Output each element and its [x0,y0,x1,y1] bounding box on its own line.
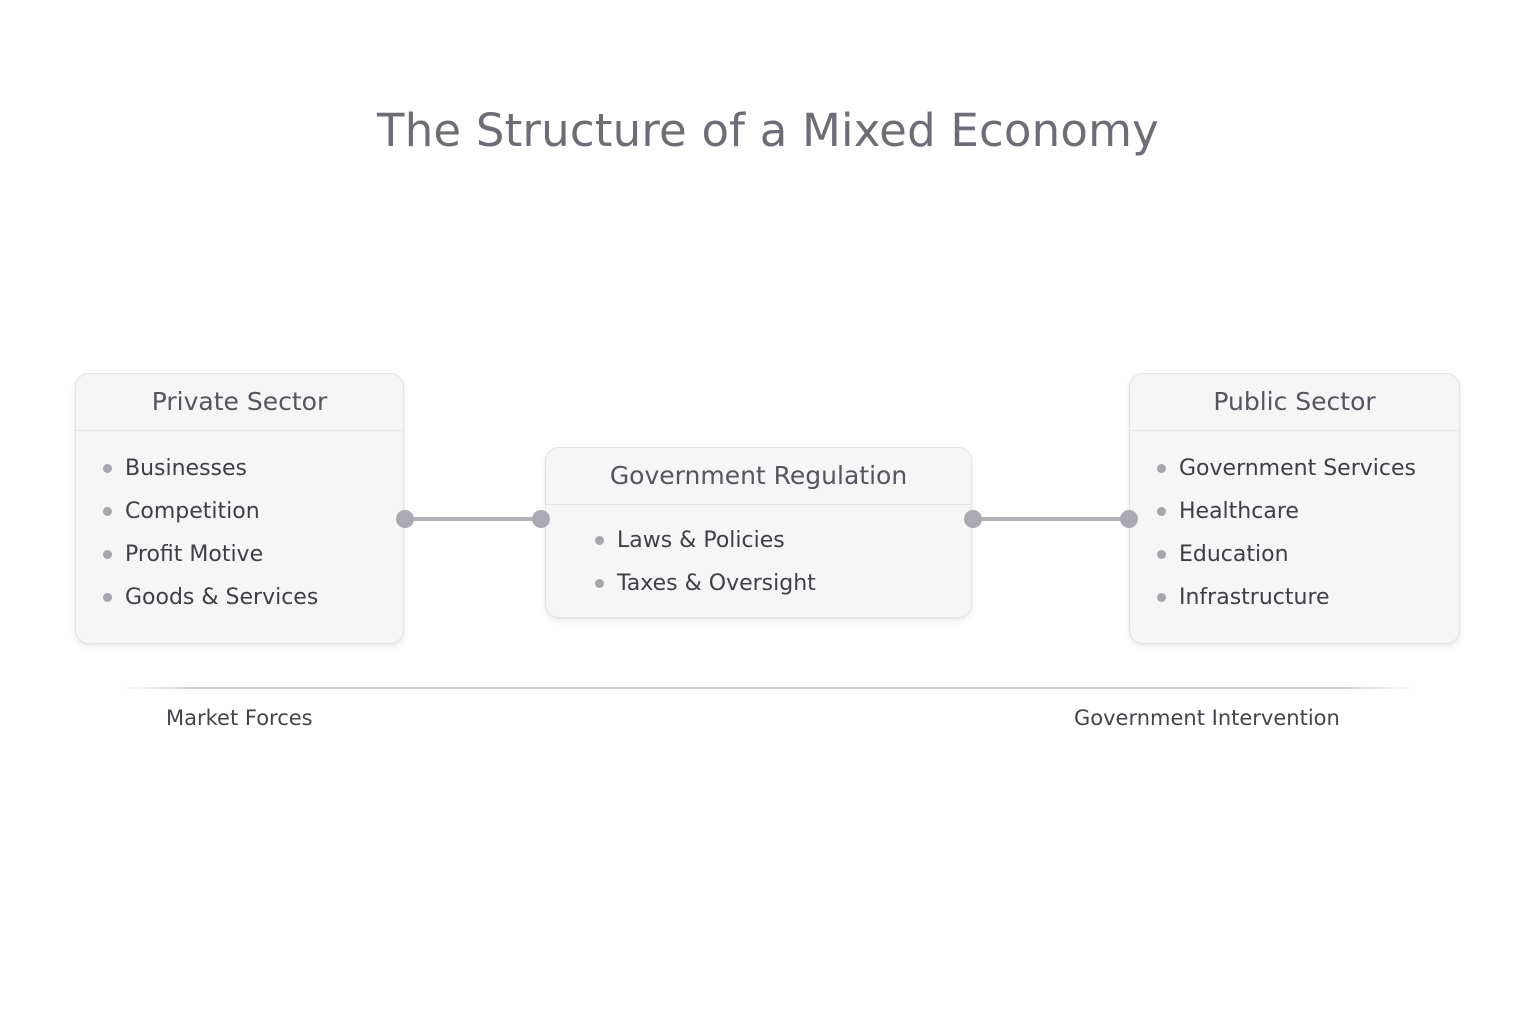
list-item-label: Goods & Services [125,584,319,610]
list-item: Taxes & Oversight [546,562,971,605]
list-item-label: Profit Motive [125,541,264,567]
bullet-dot-icon [103,593,112,602]
bullet-dot-icon [595,536,604,545]
bullet-dot-icon [103,464,112,473]
list-item-label: Competition [125,498,260,524]
list-item: Businesses [76,447,403,490]
bullet-dot-icon [103,507,112,516]
bullet-dot-icon [1157,593,1166,602]
list-item-label: Education [1179,541,1289,567]
connector-private-to-regulation [405,517,542,521]
card-title-private-sector: Private Sector [76,374,403,431]
bullet-dot-icon [1157,464,1166,473]
node-card-public-sector[interactable]: Public Sector Government Services Health… [1129,373,1460,644]
list-item: Government Services [1130,447,1459,490]
node-card-government-regulation[interactable]: Government Regulation Laws & Policies Ta… [545,447,972,618]
connector-regulation-to-public [973,517,1129,521]
list-item: Infrastructure [1130,576,1459,619]
card-body-private-sector: Businesses Competition Profit Motive Goo… [76,431,403,633]
list-item-label: Businesses [125,455,248,481]
list-item: Laws & Policies [546,519,971,562]
card-title-public-sector: Public Sector [1130,374,1459,431]
axis-label-government-intervention: Government Intervention [1074,706,1340,730]
bullet-dot-icon [1157,507,1166,516]
connector-endpoint-dot-icon [964,510,982,528]
list-item: Healthcare [1130,490,1459,533]
axis-divider [120,687,1416,689]
bullet-dot-icon [1157,550,1166,559]
bullet-dot-icon [595,579,604,588]
node-card-private-sector[interactable]: Private Sector Businesses Competition Pr… [75,373,404,644]
list-item: Profit Motive [76,533,403,576]
list-item: Competition [76,490,403,533]
page-title: The Structure of a Mixed Economy [377,104,1159,157]
list-item: Goods & Services [76,576,403,619]
card-body-public-sector: Government Services Healthcare Education… [1130,431,1459,633]
connector-endpoint-dot-icon [532,510,550,528]
list-item: Education [1130,533,1459,576]
list-item-label: Laws & Policies [617,527,785,553]
list-item-label: Government Services [1179,455,1416,481]
axis-label-market-forces: Market Forces [166,706,313,730]
list-item-label: Infrastructure [1179,584,1330,610]
card-title-government-regulation: Government Regulation [546,448,971,505]
list-item-label: Taxes & Oversight [617,570,816,596]
connector-endpoint-dot-icon [1120,510,1138,528]
card-body-government-regulation: Laws & Policies Taxes & Oversight [546,505,971,617]
connector-endpoint-dot-icon [396,510,414,528]
bullet-dot-icon [103,550,112,559]
list-item-label: Healthcare [1179,498,1299,524]
